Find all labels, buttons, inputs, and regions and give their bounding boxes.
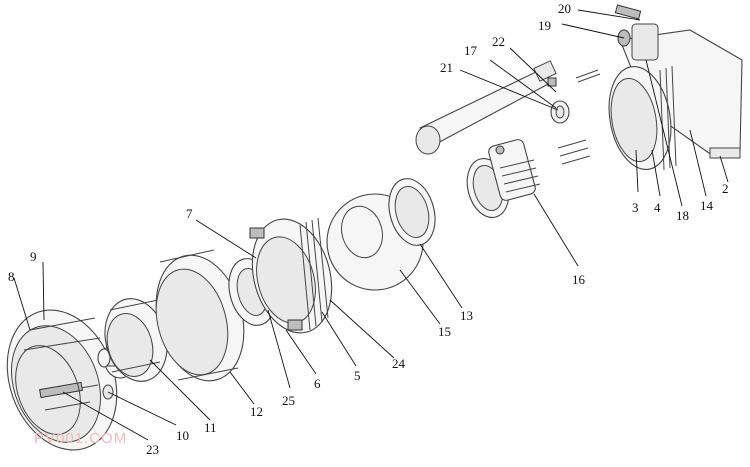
main-body [608, 4, 743, 171]
callout-25: 25 [282, 393, 295, 408]
impeller [104, 298, 168, 382]
callout-5: 5 [354, 368, 361, 383]
front-cover [6, 309, 118, 451]
callout-22: 22 [492, 34, 505, 49]
threaded-flange [249, 217, 333, 334]
callout-14: 14 [700, 198, 714, 213]
callout-6: 6 [314, 376, 321, 391]
handle-shaft [415, 60, 557, 155]
callout-9: 9 [30, 249, 37, 264]
callout-4: 4 [654, 200, 661, 215]
callout-18: 18 [676, 208, 689, 223]
callout-13: 13 [460, 308, 473, 323]
callout-7: 7 [186, 206, 193, 221]
callout-2: 2 [722, 181, 729, 196]
springs [557, 69, 601, 165]
watermark: PV001.COM [34, 430, 128, 447]
callout-16: 16 [572, 272, 586, 287]
leader-lines [13, 9, 729, 441]
housing-ring [155, 249, 245, 382]
callout-11: 11 [204, 420, 217, 435]
callout-20: 20 [558, 1, 571, 16]
washer [550, 100, 570, 124]
callout-10: 10 [176, 428, 189, 443]
callout-3: 3 [632, 200, 639, 215]
callout-8: 8 [8, 269, 15, 284]
callout-15: 15 [438, 324, 451, 339]
callout-23: 23 [146, 442, 159, 457]
callout-12: 12 [250, 404, 263, 419]
callout-19: 19 [538, 18, 551, 33]
callout-17: 17 [464, 43, 478, 58]
stem-sleeve [488, 139, 541, 201]
ball-seal [388, 178, 436, 246]
callout-21: 21 [440, 60, 453, 75]
callout-24: 24 [392, 356, 406, 371]
callout-labels: 2 3 4 5 6 7 8 9 10 11 12 13 14 15 16 17 … [8, 1, 729, 457]
